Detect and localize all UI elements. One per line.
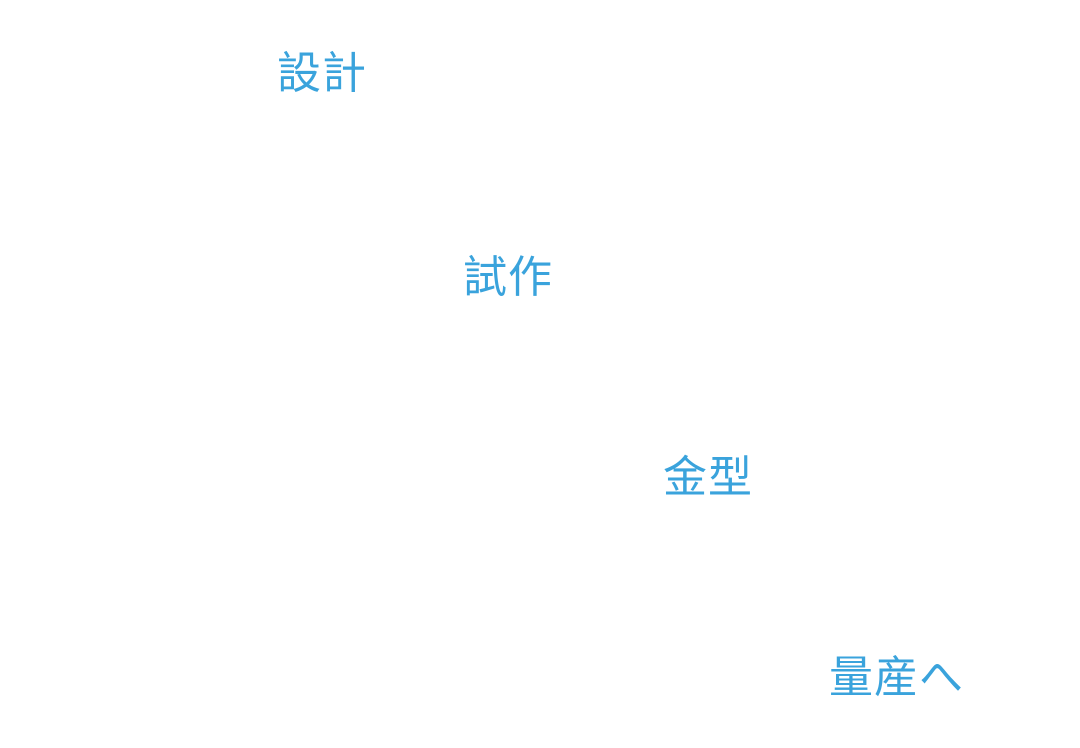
step-label-design: 設計 bbox=[277, 48, 367, 99]
step-label-mold: 金型 bbox=[663, 452, 753, 503]
step-label-prototype: 試作 bbox=[463, 252, 553, 303]
step-label-mass-production: 量産へ bbox=[829, 652, 964, 703]
